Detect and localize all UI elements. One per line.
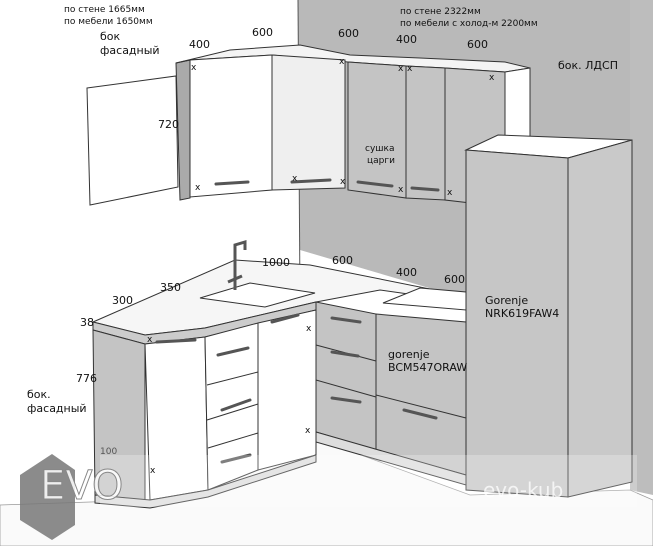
- dim-base-1000: 1000: [262, 256, 290, 269]
- dim-upper-400b: 400: [396, 33, 417, 46]
- dim-upper-400a: 400: [189, 38, 210, 51]
- hinge-marker: x: [195, 183, 201, 193]
- hinge-marker: x: [340, 177, 346, 187]
- base-plinth-left: [94, 454, 317, 509]
- dim-base-400: 400: [396, 266, 417, 279]
- faucet: [227, 239, 247, 290]
- fridge-side: [567, 139, 633, 498]
- fridge-label-1: Gorenje: [485, 294, 529, 307]
- base-handles: [155, 313, 438, 464]
- dim-base-350: 350: [160, 281, 181, 294]
- hinge-marker: x: [147, 335, 153, 345]
- base-side-facade-label-2: фасадный: [27, 402, 87, 415]
- hinge-marker: x: [398, 185, 404, 195]
- dim-countertop-thickness: 38: [80, 316, 94, 329]
- upper-door-grey-1: [347, 61, 407, 199]
- dim-upper-height: 720: [158, 118, 179, 131]
- drawer-divider: [206, 371, 259, 386]
- dim-upper-600c: 600: [467, 38, 488, 51]
- dim-plinth: 100: [100, 447, 118, 457]
- base-side-facade-label-1: бок.: [27, 388, 51, 401]
- left-wall-note-1: по стене 1665мм: [64, 5, 145, 15]
- oven-label-1: gorenje: [388, 348, 430, 361]
- hinge-marker: x: [305, 426, 311, 436]
- dim-base-300: 300: [112, 294, 133, 307]
- watermark-site: evo-kub: [483, 478, 564, 502]
- evo-logo-text: EVO: [39, 463, 124, 509]
- drying-rack-label-1: сушка: [365, 144, 395, 154]
- base-drawer-unit: [315, 301, 377, 451]
- evo-logo-hexagon: [20, 454, 75, 540]
- watermark-band: [100, 455, 637, 507]
- drawer-divider: [206, 403, 259, 421]
- hinge-marker: x: [292, 174, 298, 184]
- back-wall-note-1: по стене 2322мм: [400, 7, 481, 17]
- upper-door-grey-2: [405, 65, 446, 201]
- hinge-marker: x: [398, 64, 404, 74]
- back-wall-note-2: по мебели с холод-м 2200мм: [400, 19, 538, 29]
- upper-side-ldsp-label: бок. ЛДСП: [558, 59, 618, 72]
- upper-side-facade-label-1: бок: [100, 30, 121, 43]
- upper-door-400: [189, 54, 273, 198]
- drawer-divider: [315, 379, 377, 398]
- hinge-marker: x: [191, 63, 197, 73]
- dim-upper-600b: 600: [338, 27, 359, 40]
- hinge-marker: x: [306, 324, 312, 334]
- oven-unit: [375, 313, 467, 476]
- upper-side-facade-label-2: фасадный: [100, 44, 160, 57]
- hinge-marker: x: [447, 188, 453, 198]
- open-door: [86, 75, 179, 206]
- hinge-marker: x: [407, 64, 413, 74]
- hinge-marker: x: [339, 57, 345, 67]
- dim-base-height: 776: [76, 372, 97, 385]
- sink: [199, 282, 316, 308]
- dim-base-600b: 600: [444, 273, 465, 286]
- fridge-label-2: NRK619FAW4: [485, 307, 560, 320]
- hinge-marker: x: [489, 73, 495, 83]
- dim-base-600a: 600: [332, 254, 353, 267]
- oven-divider: [375, 394, 467, 419]
- drying-rack-label-2: царги: [367, 156, 395, 166]
- left-wall-note-2: по мебели 1650мм: [64, 17, 153, 27]
- upper-handles: [214, 178, 440, 192]
- hinge-marker: x: [150, 466, 156, 476]
- upper-corner-600: [271, 54, 346, 191]
- drawer-divider: [207, 432, 259, 449]
- fridge-front: [465, 149, 569, 498]
- oven-label-2: BCM547ORAW: [388, 361, 468, 374]
- right-wall: [630, 0, 653, 495]
- dim-upper-600a: 600: [252, 26, 273, 39]
